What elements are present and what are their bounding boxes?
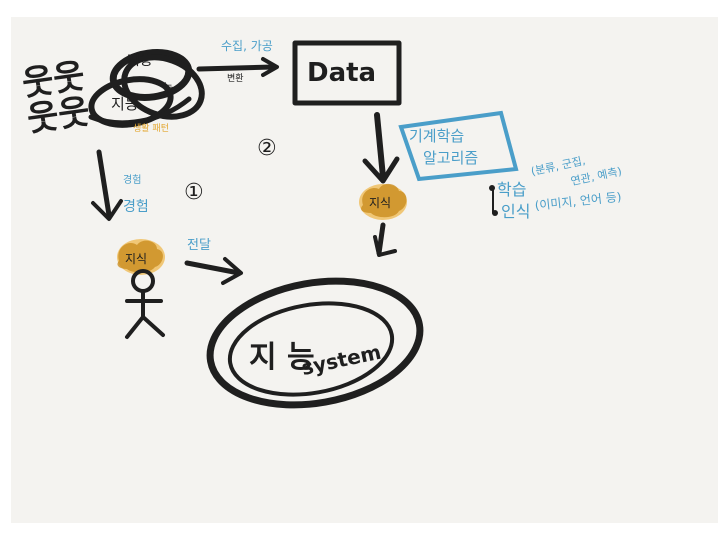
- intelligence-cluster: 지능 지능 능 생활 패턴: [88, 49, 205, 134]
- brain-right-shape: [361, 183, 407, 218]
- data-box-label: Data: [307, 58, 376, 88]
- data-box: [292, 40, 402, 106]
- arrow-down-left-line: [96, 149, 112, 218]
- learning-label: 학습: [497, 180, 526, 199]
- oval-bottom-curve: [88, 96, 192, 126]
- stick-person: [125, 269, 165, 339]
- people-group: 웃웃웃웃: [20, 56, 93, 140]
- people-row-1: 웃웃웃웃: [20, 56, 93, 140]
- diagram-svg: 웃웃웃웃 지능 지능 능 생활 패턴 수집, 가공 변환 Data ② ① 경험…: [20, 39, 623, 409]
- knowledge-brain-right: 지식: [359, 183, 407, 220]
- arrow-down-left-head: [91, 199, 123, 221]
- system-korean-label: 지 능: [249, 340, 315, 375]
- arrow-transfer-head: [221, 257, 243, 285]
- recognition-bullet: [492, 210, 498, 216]
- recognition-label: 인식: [501, 202, 530, 221]
- people-row-line: 웃웃: [20, 56, 88, 104]
- system-ellipse-inner: [227, 301, 395, 397]
- marker-1: ①: [184, 180, 204, 205]
- orange-note: 생활 패턴: [133, 122, 169, 134]
- ml-box: [398, 110, 519, 182]
- arrow-data-down-line: [374, 112, 386, 180]
- knowledge-brain-left: 지식: [117, 239, 165, 275]
- arrow-knowledge-down-head: [373, 235, 397, 257]
- arrow-data-down-head: [362, 156, 400, 184]
- knowledge-right-label: 지식: [369, 196, 391, 210]
- transfer-label: 전달: [187, 238, 211, 253]
- whiteboard-canvas: 웃웃웃웃 지능 지능 능 생활 패턴 수집, 가공 변환 Data ② ① 경험…: [11, 17, 718, 523]
- recognition-detail: (이미지, 언어 등): [534, 190, 622, 213]
- arrow-to-data-line: [196, 64, 276, 72]
- arrow-to-data-head: [261, 57, 279, 77]
- people-row-line: 웃웃: [25, 92, 93, 140]
- collect-label: 수집, 가공: [221, 39, 273, 53]
- experience-note: 경험: [123, 173, 141, 186]
- ml-label-line2: 알고리즘: [423, 149, 478, 167]
- ml-label-line1: 기계학습: [409, 127, 464, 145]
- intelligence-small-label: 능: [163, 81, 173, 94]
- knowledge-left-label: 지식: [125, 252, 147, 266]
- intelligence-mid-label: 지능: [111, 95, 139, 113]
- intelligence-top-label: 지능: [127, 53, 153, 69]
- marker-2: ②: [257, 136, 277, 161]
- arrow-knowledge-down-line: [376, 222, 386, 256]
- brain-left-shape: [117, 240, 163, 273]
- arrow-transfer-line: [184, 260, 242, 276]
- convert-label: 변환: [227, 72, 244, 84]
- oval-back: [121, 54, 205, 120]
- person-body: [125, 289, 165, 339]
- experience-label: 경험: [123, 199, 149, 215]
- system-ellipse-outer: [206, 277, 424, 409]
